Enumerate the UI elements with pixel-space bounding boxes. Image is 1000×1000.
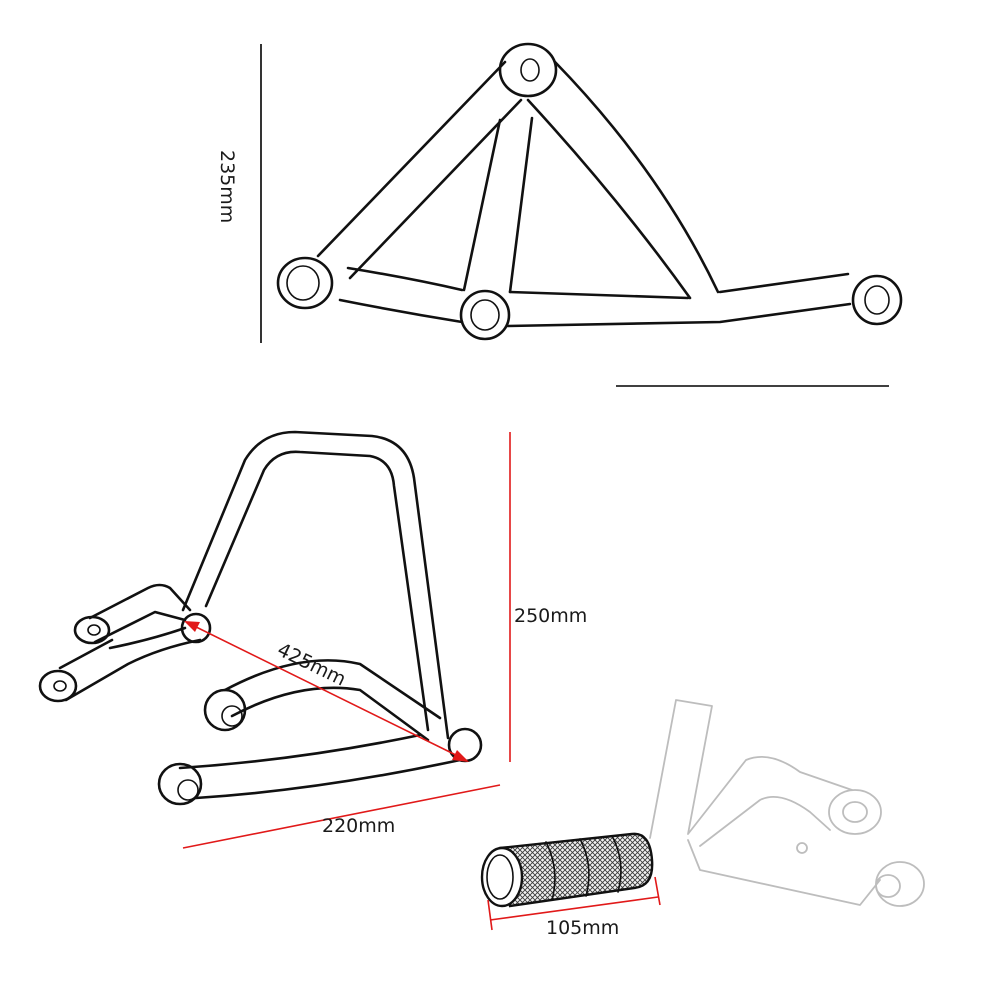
frame-left-ring-inner bbox=[286, 265, 320, 301]
stand-height-label: 250mm bbox=[514, 605, 587, 627]
stand-fork-end-bottom bbox=[38, 669, 78, 703]
stand-upper-fork bbox=[58, 583, 202, 702]
stand-fork-end-bottom-hole bbox=[53, 680, 67, 692]
frame-left-tube bbox=[316, 60, 523, 280]
stand-width-dimension-line bbox=[182, 784, 501, 849]
stand-upright-inner bbox=[204, 450, 430, 732]
frame-right-ring-inner bbox=[864, 285, 890, 315]
stand-upright-outer bbox=[181, 430, 450, 740]
peg-end-cap-inner bbox=[486, 854, 514, 900]
stand-lower-fork-end-b-hole bbox=[177, 779, 199, 801]
frame-top-pivot bbox=[498, 42, 558, 98]
frame-right-ring bbox=[851, 274, 903, 326]
top-height-label: 235mm bbox=[216, 150, 238, 223]
stand-lower-pivot bbox=[447, 727, 483, 763]
stand-lower-fork-end-b bbox=[157, 762, 203, 806]
peg-bracket-bolt bbox=[796, 842, 808, 854]
peg-length-tick-left bbox=[487, 899, 493, 931]
stand-fork-end-top-hole bbox=[87, 624, 101, 636]
peg-bracket-ring-bottom-hole bbox=[875, 874, 901, 898]
foot-peg-detail: 105mm bbox=[480, 699, 925, 939]
frame-bottom-tube-right bbox=[506, 272, 852, 328]
stand-width-label: 220mm bbox=[322, 815, 395, 837]
stand-diagonal-arrow-start bbox=[184, 621, 200, 632]
stand-fork-pivot bbox=[180, 612, 212, 644]
stand-lower-fork-end-a-hole bbox=[221, 705, 243, 727]
frame-left-ring bbox=[276, 256, 334, 310]
frame-middle-ring bbox=[459, 289, 511, 341]
frame-right-tube bbox=[526, 60, 720, 300]
frame-middle-ring-inner bbox=[470, 299, 500, 331]
frame-bottom-tube-left bbox=[338, 266, 464, 324]
stand-perspective-view: 250mm 425mm 220mm bbox=[38, 430, 587, 849]
stand-lower-fork-end-a bbox=[203, 688, 247, 732]
peg-body bbox=[498, 832, 654, 908]
frame-middle-strut bbox=[462, 116, 534, 294]
peg-length-tick-right bbox=[654, 876, 661, 906]
peg-bracket-ring-top-hole bbox=[842, 801, 868, 823]
stand-diagonal-dimension-line bbox=[185, 621, 467, 761]
stand-lower-fork bbox=[178, 659, 462, 800]
side-view-frame: 235mm bbox=[216, 42, 903, 387]
peg-grip-rings bbox=[545, 835, 622, 901]
peg-length-label: 105mm bbox=[546, 917, 619, 939]
peg-bracket-ring-top bbox=[828, 789, 882, 835]
frame-top-pivot-hole bbox=[520, 58, 540, 82]
stand-fork-end-top bbox=[73, 615, 111, 645]
stand-diagonal-arrow-end bbox=[452, 750, 469, 762]
peg-bracket-outline bbox=[649, 699, 881, 906]
peg-length-dimension-line bbox=[489, 896, 659, 921]
